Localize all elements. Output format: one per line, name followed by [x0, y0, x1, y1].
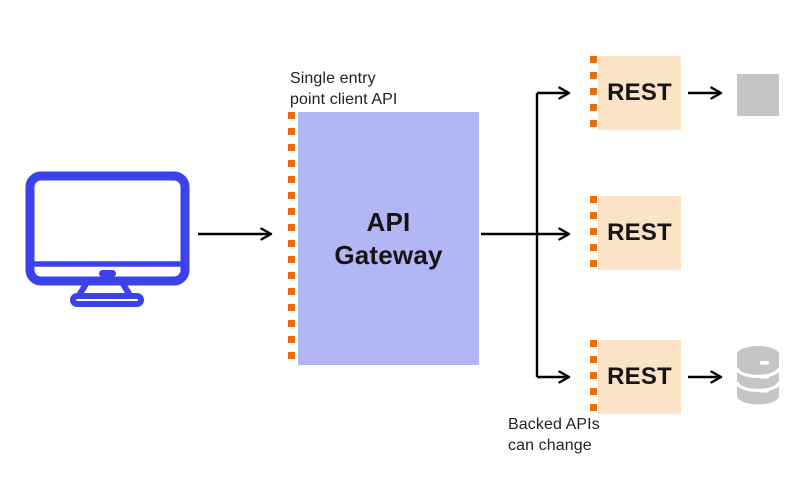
rest-service-node-2: REST — [598, 196, 681, 270]
backend-annotation: Backed APIs can change — [508, 414, 600, 456]
rest-service-node-1: REST — [598, 56, 681, 130]
rest-3-label: REST — [607, 363, 672, 390]
api-gateway-node: API Gateway — [298, 112, 479, 365]
database-icon — [734, 345, 782, 407]
square-icon — [737, 74, 779, 116]
backend-annotation-line2: can change — [508, 437, 592, 454]
monitor-icon — [25, 171, 190, 309]
rest-2-label: REST — [607, 219, 672, 246]
gateway-annotation: Single entry point client API — [290, 68, 397, 110]
backend-annotation-line1: Backed APIs — [508, 416, 600, 433]
rest-1-label: REST — [607, 79, 672, 106]
gateway-annotation-line2: point client API — [290, 91, 398, 108]
gateway-dashed-border — [288, 112, 295, 365]
rest-1-dashed-border — [590, 56, 597, 130]
gateway-label-line2: Gateway — [334, 239, 443, 270]
rest-service-node-3: REST — [598, 340, 681, 414]
rest-3-dashed-border — [590, 340, 597, 414]
rest-2-dashed-border — [590, 196, 597, 270]
gateway-label-line1: API — [366, 206, 411, 237]
gateway-annotation-line1: Single entry — [290, 70, 376, 87]
